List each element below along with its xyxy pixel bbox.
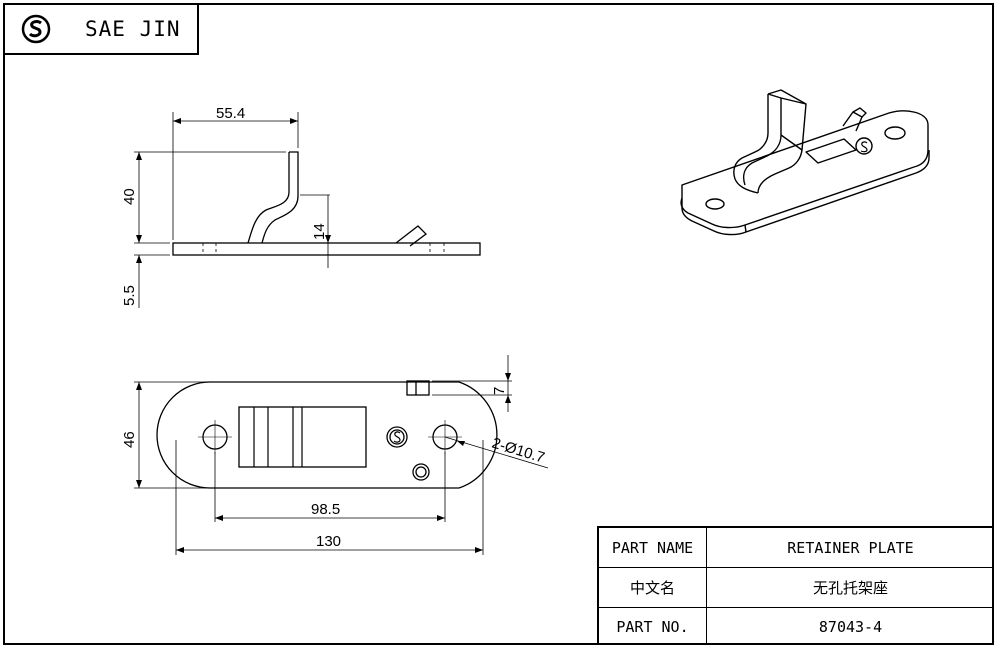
sj-logo-icon [21,14,51,44]
brand-header: SAE JIN [3,3,199,55]
drawing-border [3,3,994,645]
dim-tab: 7 [491,387,508,395]
part-no-value: 87043-4 [818,617,883,636]
part-name-value: RETAINER PLATE [787,538,914,557]
title-row-part-name: PART NAME RETAINER PLATE [599,528,994,568]
dim-thickness: 5.5 [121,285,138,306]
part-no-label: PART NO. [599,608,707,645]
plan-view [134,355,549,555]
title-block: PART NAME RETAINER PLATE 中文名 无孔托架座 PART … [597,526,994,645]
part-name-label: PART NAME [599,528,707,567]
brand-name: SAE JIN [85,17,181,41]
dim-height-bend: 14 [311,223,328,240]
dim-hole: 2-Ø10.7 [490,435,547,467]
title-row-part-no: PART NO. 87043-4 [599,608,994,645]
side-view [134,112,481,308]
cn-name-label: 中文名 [599,568,707,607]
dim-width-top: 55.4 [216,105,245,122]
dim-length: 130 [316,533,341,550]
title-row-cn-name: 中文名 无孔托架座 [599,568,994,608]
dim-width-plan: 46 [121,431,138,448]
cn-name-value: 无孔托架座 [812,579,888,597]
dim-hole-span: 98.5 [311,501,340,518]
isometric-view [680,89,930,236]
dim-height-top: 40 [121,188,138,205]
